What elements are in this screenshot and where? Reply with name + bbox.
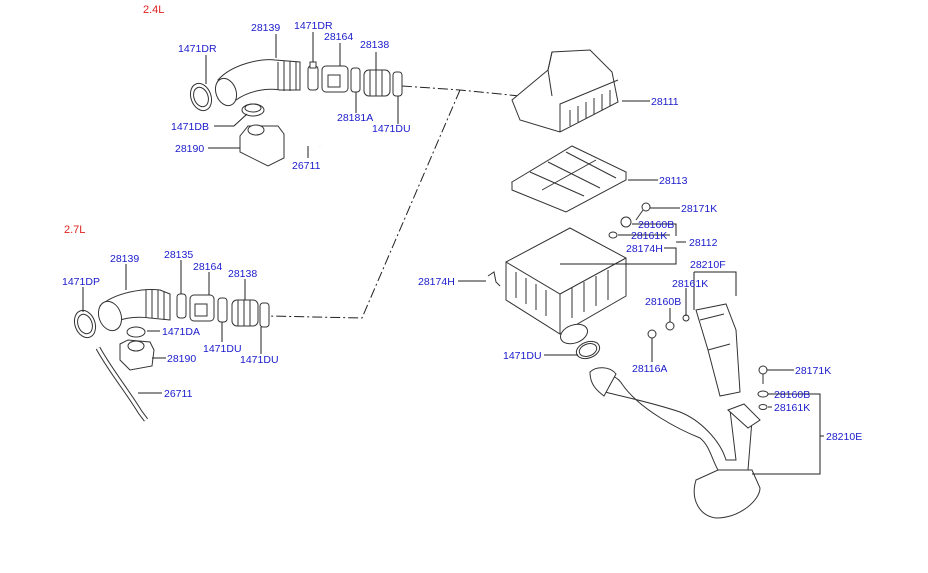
label-1471dr-b[interactable]: 1471DR — [294, 20, 333, 32]
air-cleaner-case-28112-part[interactable] — [505, 227, 627, 347]
assembly-2-4l: 1471DR 28139 1471DR 28164 28138 28181A 1… — [171, 20, 411, 172]
clamp-1471dr-part[interactable] — [187, 80, 215, 113]
variant-label-2-7l: 2.7L — [64, 224, 85, 236]
breather-hose-26711-2-7l-part[interactable] — [95, 346, 148, 422]
label-28164-2-7l[interactable]: 28164 — [193, 261, 222, 273]
label-28160b-b[interactable]: 28160B — [645, 296, 681, 308]
label-28160b-c[interactable]: 28160B — [774, 389, 810, 401]
label-28138-2-7l[interactable]: 28138 — [228, 268, 257, 280]
grommet-28160b-part[interactable] — [620, 216, 632, 228]
hose-28138-2-7l-part[interactable] — [231, 299, 259, 327]
inlet-duct-28210f-part[interactable] — [695, 303, 741, 397]
label-28135[interactable]: 28135 — [164, 249, 193, 261]
label-28139[interactable]: 28139 — [251, 22, 280, 34]
intake-hose-28139-part[interactable] — [212, 59, 301, 109]
label-28116a[interactable]: 28116A — [632, 363, 667, 375]
assembly-2-7l: 1471DP 28139 28135 28164 28138 1471DA 28… — [62, 249, 279, 422]
label-28210e[interactable]: 28210E — [826, 431, 862, 443]
label-28174h[interactable]: 28174H — [626, 243, 663, 255]
label-28160b[interactable]: 28160B — [638, 219, 674, 231]
label-28171k-b[interactable]: 28171K — [795, 365, 831, 377]
clamp-1471du-b-part[interactable] — [259, 302, 270, 328]
label-28112[interactable]: 28112 — [689, 237, 718, 249]
intake-duct-28210e-part[interactable] — [589, 367, 761, 519]
airflow-sensor-28164-part[interactable] — [321, 65, 349, 93]
label-28171k[interactable]: 28171K — [681, 203, 717, 215]
clamp-1471du-a-part[interactable] — [217, 297, 228, 323]
air-cleaner-cover-28111-part[interactable] — [511, 49, 619, 133]
intake-hose-28139-2-7l-part[interactable] — [95, 289, 171, 334]
resonator-28190-2-7l-part[interactable] — [119, 339, 155, 371]
label-28174h-b[interactable]: 28174H — [418, 276, 455, 288]
label-1471du-b[interactable]: 1471DU — [240, 354, 279, 366]
label-28111[interactable]: 28111 — [651, 96, 679, 108]
label-28113[interactable]: 28113 — [659, 175, 688, 187]
label-26711-2-7l[interactable]: 26711 — [164, 388, 193, 400]
bolt-28171k-b-part[interactable] — [758, 365, 768, 384]
clamp-1471da-part[interactable] — [126, 326, 146, 338]
airflow-sensor-28164-2-7l-part[interactable] — [189, 294, 215, 322]
connection-line-2-7l — [267, 89, 461, 319]
clamp-1471db-part[interactable] — [241, 103, 265, 117]
clamp-28135-part[interactable] — [176, 293, 187, 319]
clamp-1471du-part[interactable] — [392, 71, 403, 97]
grommet-28160b-c-part[interactable] — [757, 390, 769, 398]
label-26711[interactable]: 26711 — [292, 160, 321, 172]
label-28138[interactable]: 28138 — [360, 39, 389, 51]
label-1471dr[interactable]: 1471DR — [178, 43, 217, 55]
label-28210f[interactable]: 28210F — [690, 259, 726, 271]
grommet-28160b-b-part[interactable] — [665, 321, 675, 331]
clamp-1471dr-b-part[interactable] — [307, 61, 319, 91]
bolt-28171k-part[interactable] — [635, 202, 651, 221]
assembly-air-cleaner: 28111 28113 28171K 28160B 28161K 28174H … — [418, 49, 862, 519]
label-28161k-c[interactable]: 28161K — [774, 402, 810, 414]
collar-28161k-part[interactable] — [608, 231, 618, 239]
hose-28138-part[interactable] — [363, 69, 391, 97]
label-28190-2-7l[interactable]: 28190 — [167, 353, 196, 365]
label-1471da[interactable]: 1471DA — [162, 326, 200, 338]
connection-line-2-4l — [401, 85, 521, 97]
nut-28116a-part[interactable] — [647, 329, 657, 339]
clip-28174h-part[interactable] — [487, 271, 501, 287]
breather-hose-26711-part[interactable] — [267, 96, 322, 148]
variant-label-2-4l: 2.4L — [143, 4, 164, 16]
label-1471du-a[interactable]: 1471DU — [203, 343, 242, 355]
label-28164[interactable]: 28164 — [324, 31, 353, 43]
label-28181a[interactable]: 28181A — [337, 112, 373, 124]
label-1471dp[interactable]: 1471DP — [62, 276, 100, 288]
clamp-1471dp-part[interactable] — [71, 307, 99, 340]
clamp-1471du-main-part[interactable] — [574, 338, 602, 361]
label-28161k[interactable]: 28161K — [631, 230, 667, 242]
label-1471db[interactable]: 1471DB — [171, 121, 209, 133]
label-28161k-b[interactable]: 28161K — [672, 278, 708, 290]
clamp-28181a-part[interactable] — [350, 67, 361, 93]
label-28190[interactable]: 28190 — [175, 143, 204, 155]
label-1471du[interactable]: 1471DU — [372, 123, 411, 135]
collar-28161k-c-part[interactable] — [758, 404, 768, 410]
air-filter-28113-part[interactable] — [510, 145, 628, 213]
resonator-28190-part[interactable] — [239, 124, 285, 167]
label-28139-2-7l[interactable]: 28139 — [110, 253, 139, 265]
label-1471du-main[interactable]: 1471DU — [503, 350, 542, 362]
